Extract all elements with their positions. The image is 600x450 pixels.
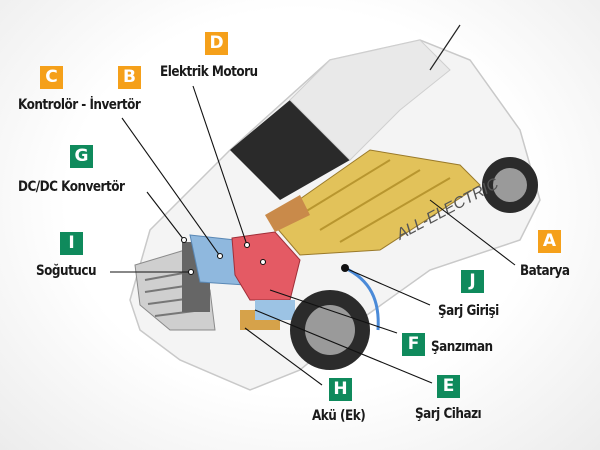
battery-cover xyxy=(265,195,310,232)
badge-B: B xyxy=(118,66,141,89)
label-aku-ek: Akü (Ek) xyxy=(312,408,366,424)
leader-D xyxy=(192,85,248,246)
badge-E: E xyxy=(437,375,460,398)
label-sogutucu: Soğutucu xyxy=(36,263,97,279)
roof xyxy=(289,39,451,161)
label-batarya: Batarya xyxy=(520,263,570,279)
label-sanziman: Şanzıman xyxy=(431,339,493,355)
badge-G: G xyxy=(70,145,93,168)
leader-E xyxy=(254,309,433,384)
badge-A: A xyxy=(538,230,561,253)
leader-G xyxy=(146,191,185,241)
leader-H xyxy=(244,327,323,386)
badge-H: H xyxy=(329,378,352,401)
label-sarj-cihazi: Şarj Cihazı xyxy=(415,406,482,422)
label-sarj-girisi: Şarj Girişi xyxy=(438,303,499,319)
leader-B xyxy=(121,117,221,257)
badge-J: J xyxy=(461,270,484,293)
leader-F xyxy=(269,289,398,334)
leader-A xyxy=(429,199,516,266)
windshield xyxy=(230,100,350,200)
badge-I: I xyxy=(60,232,83,255)
charge-cable xyxy=(344,266,380,331)
leader-J xyxy=(344,267,431,306)
badge-C: C xyxy=(40,66,63,89)
label-kontrolor-invertor: Kontrolör - İnvertör xyxy=(18,97,141,113)
label-dcdc-konvertor: DC/DC Konvertör xyxy=(18,179,125,195)
badge-D: D xyxy=(205,32,228,55)
label-elektrik-motoru: Elektrik Motoru xyxy=(160,64,258,80)
charger-component xyxy=(255,300,295,320)
badge-F: F xyxy=(402,333,425,356)
